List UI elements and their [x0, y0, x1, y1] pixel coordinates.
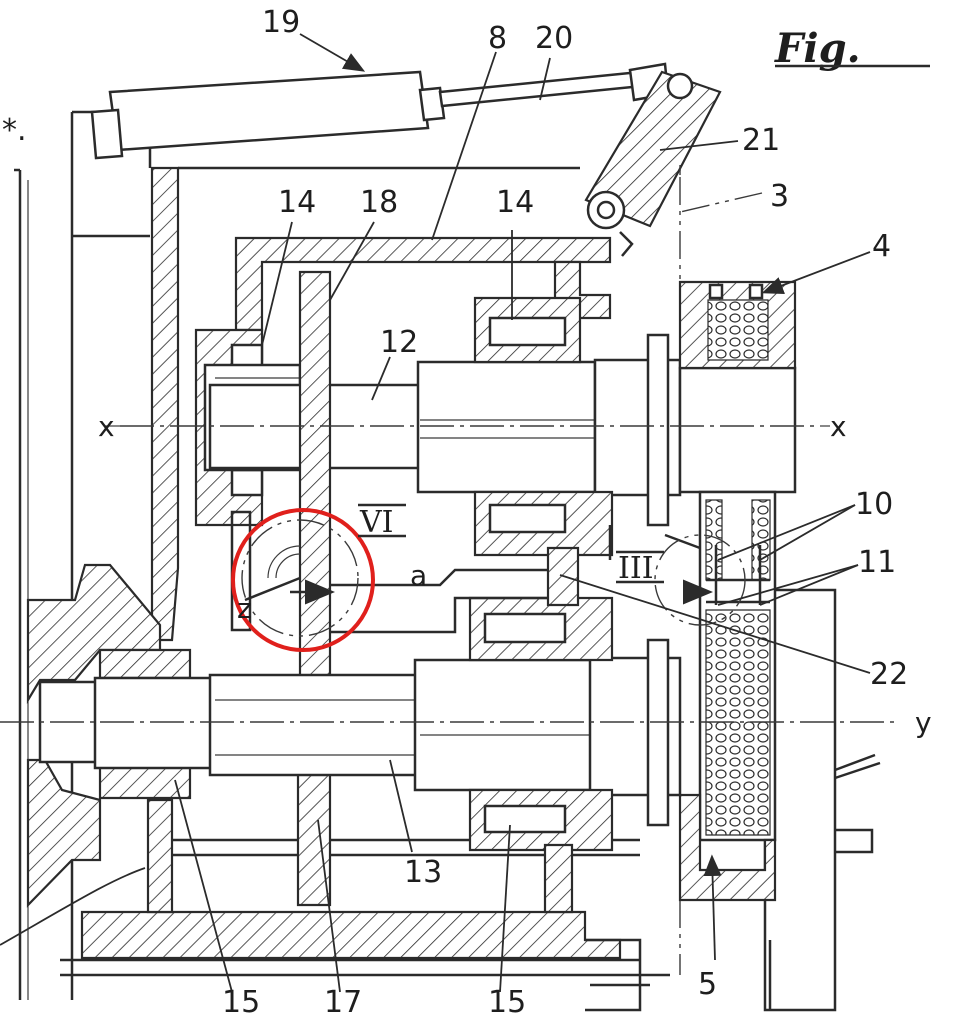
label-angle-a: a — [410, 559, 427, 592]
label-15-right: 15 — [488, 985, 526, 1016]
label-4: 4 — [872, 229, 891, 264]
corner-mark: *. — [2, 113, 27, 148]
housing-frame — [14, 110, 881, 1012]
label-15-left: 15 — [222, 985, 260, 1016]
label-roman-vi: VI — [359, 505, 394, 540]
label-14-left: 14 — [278, 185, 316, 220]
leader-lines — [0, 33, 871, 993]
label-3: 3 — [770, 179, 789, 214]
figure-title: Fig. — [774, 25, 861, 72]
callout-labels: Fig. *. 19 8 20 21 3 14 18 14 4 12 10 11… — [2, 5, 932, 1016]
label-z: z — [237, 592, 252, 625]
label-18: 18 — [360, 185, 398, 220]
axis-x-left: x — [98, 410, 115, 443]
lower-shaft-13 — [38, 596, 682, 914]
highlight-circle — [231, 508, 375, 652]
label-13: 13 — [404, 855, 442, 890]
label-roman-iii: III — [618, 551, 654, 586]
cylinder-assembly — [90, 62, 722, 257]
plates-17-18 — [296, 270, 332, 907]
label-8: 8 — [488, 21, 507, 56]
axis-y-right: y — [915, 706, 932, 739]
upper-shaft-12 — [203, 296, 797, 557]
label-21: 21 — [742, 123, 780, 158]
label-20: 20 — [535, 21, 573, 56]
label-17: 17 — [324, 985, 362, 1016]
label-19: 19 — [262, 5, 300, 40]
label-22: 22 — [870, 657, 908, 692]
label-5: 5 — [698, 967, 717, 1002]
centerlines — [0, 165, 900, 723]
detail-circles — [231, 508, 746, 652]
label-14-right: 14 — [496, 185, 534, 220]
label-10: 10 — [855, 487, 893, 522]
label-12: 12 — [380, 325, 418, 360]
label-11: 11 — [858, 545, 896, 580]
axis-x-right: x — [830, 410, 847, 443]
